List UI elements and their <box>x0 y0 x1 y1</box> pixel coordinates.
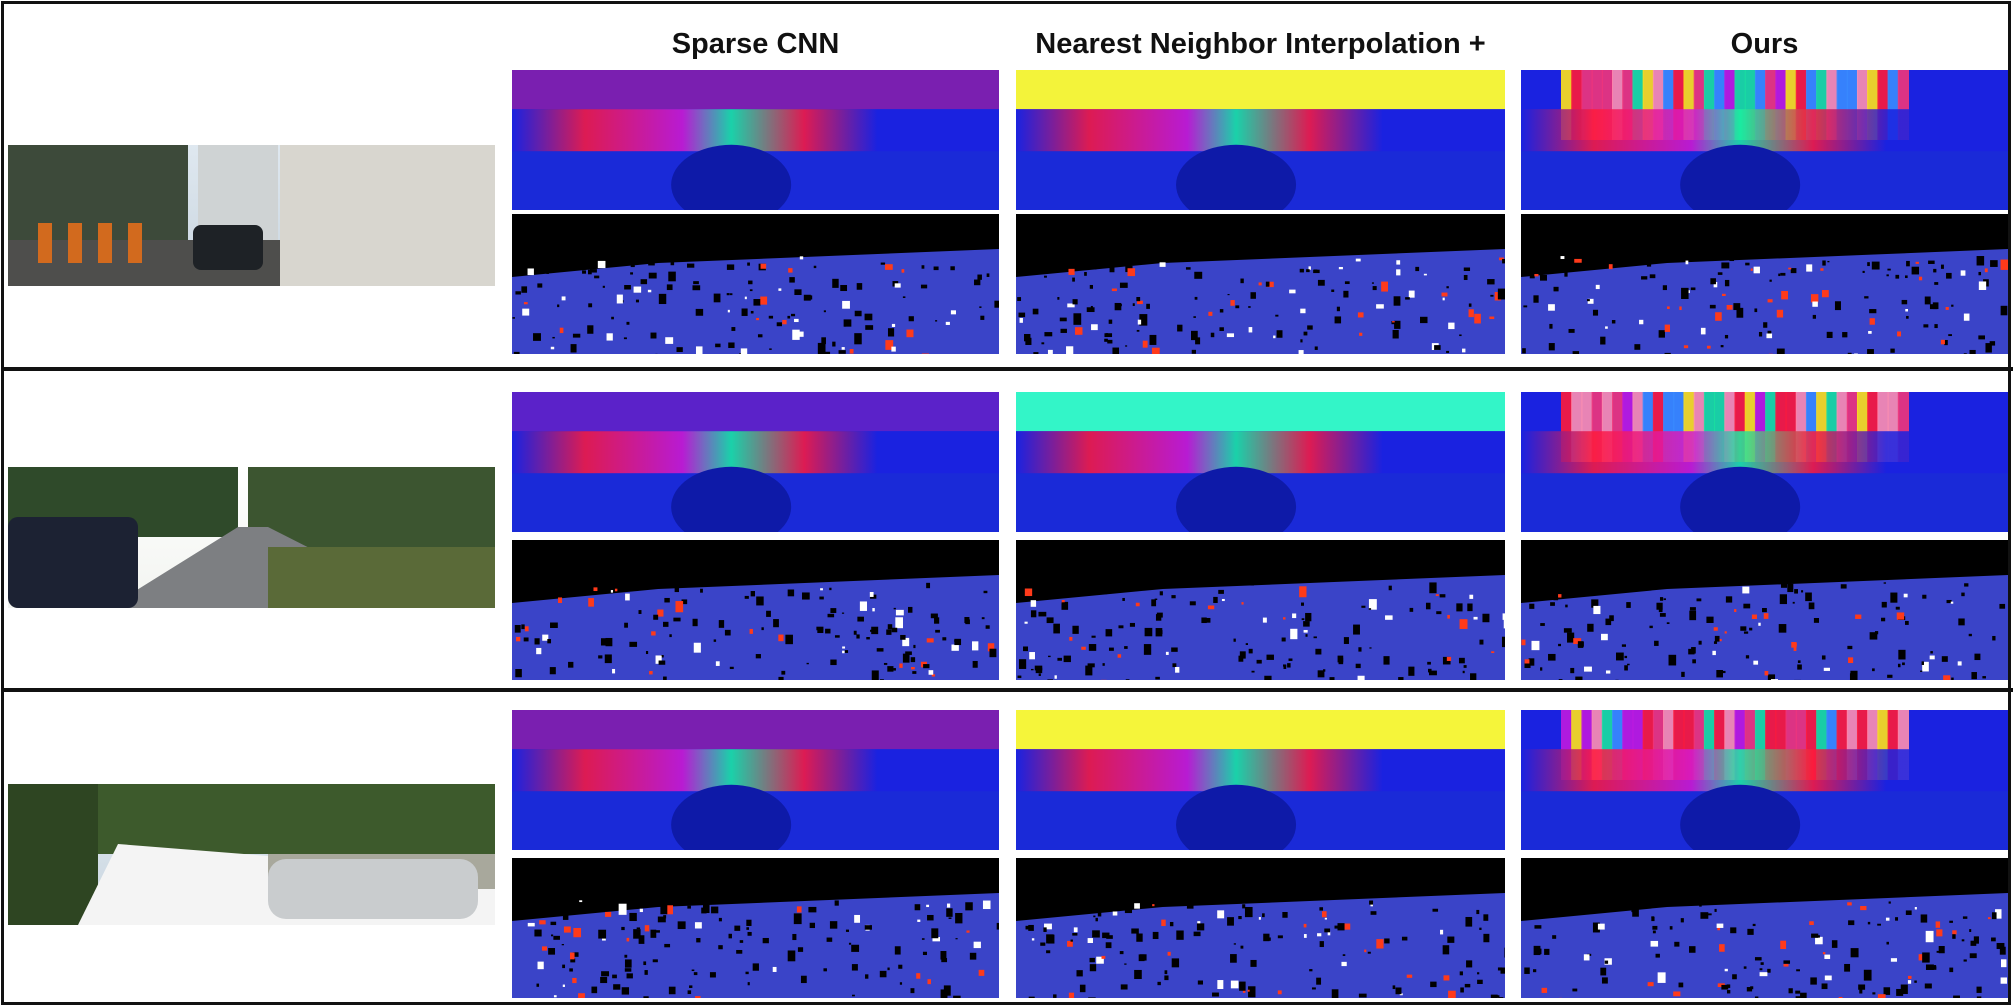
error-map <box>1521 858 2008 998</box>
depth-prediction-map <box>1016 710 1505 850</box>
rgb-input-image <box>8 145 495 286</box>
depth-prediction-map <box>1521 710 2008 850</box>
depth-prediction-map <box>512 392 999 532</box>
column-title-nn-interpolation-cnn: Nearest Neighbor Interpolation + CNN <box>1035 28 1486 100</box>
error-map <box>512 858 999 998</box>
error-map <box>512 540 999 680</box>
error-map <box>1521 214 2008 354</box>
depth-prediction-map <box>1521 70 2008 210</box>
error-map <box>1016 214 1505 354</box>
error-map <box>1521 540 2008 680</box>
rgb-input-image <box>8 467 495 608</box>
column-title-sparse-cnn: Sparse CNN <box>671 28 840 60</box>
row-separator <box>1 367 2013 371</box>
depth-prediction-map <box>1016 70 1505 210</box>
rgb-input-image <box>8 784 495 925</box>
depth-prediction-map <box>512 710 999 850</box>
error-map <box>512 214 999 354</box>
depth-prediction-map <box>1521 392 2008 532</box>
error-map <box>1016 858 1505 998</box>
column-title-ours: Ours <box>1730 28 1799 60</box>
error-map <box>1016 540 1505 680</box>
depth-prediction-map <box>1016 392 1505 532</box>
row-separator <box>1 688 2013 692</box>
depth-prediction-map <box>512 70 999 210</box>
